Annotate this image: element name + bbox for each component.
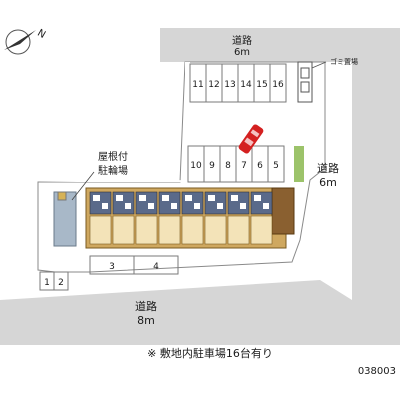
middle-stall-label: 7 — [241, 161, 247, 171]
unit-fixture — [93, 195, 100, 201]
unit-fixture — [116, 195, 123, 201]
garbage-area: ゴミ置場 — [297, 57, 358, 103]
compass-circle — [5, 29, 31, 55]
bike-shelter-marker — [57, 191, 67, 201]
building-balcony-strip — [271, 187, 295, 235]
unit-living-room — [135, 215, 158, 245]
unit-fixture — [185, 195, 192, 201]
front12-stall-label: 2 — [58, 278, 64, 288]
unit-fixture — [240, 203, 246, 209]
parking-stall — [269, 63, 287, 103]
unit-fixture — [254, 195, 261, 201]
bike-shelter-label-line1: 屋根付 — [98, 150, 128, 163]
middle-stall-label: 6 — [257, 161, 263, 171]
parking-row-top: 11 12 13 14 15 16 — [189, 63, 287, 103]
garbage-bin-2 — [300, 81, 310, 93]
top-stall-label: 11 — [192, 80, 203, 90]
compass-needle — [4, 30, 36, 50]
right-road-name: 道路 — [317, 161, 339, 175]
compass-north-label: N — [35, 28, 47, 41]
top-stall-label: 15 — [256, 80, 267, 90]
unit-fixture — [217, 203, 223, 209]
road-surfaces — [0, 28, 400, 345]
unit-fixture — [208, 195, 215, 201]
bottom-road-surface — [0, 280, 352, 345]
right-road-surface — [352, 62, 400, 345]
apartment-building — [85, 187, 295, 249]
unit-fixture — [148, 203, 154, 209]
top-stall-label: 13 — [224, 80, 235, 90]
car-windshield — [244, 137, 254, 147]
middle-stall-label: 10 — [190, 161, 202, 171]
bottom-road-name: 道路 — [135, 299, 157, 313]
front34-stall-label: 4 — [153, 262, 159, 272]
unit-living-room — [89, 215, 112, 245]
unit-fixture — [231, 195, 238, 201]
car-rear-window — [250, 129, 260, 138]
garbage-label: ゴミ置場 — [330, 57, 358, 66]
middle-stall-label: 8 — [225, 161, 231, 171]
listing-code: 038003 — [358, 366, 396, 377]
top-stall-label: 16 — [272, 80, 284, 90]
building-units — [89, 191, 273, 245]
middle-stall-label: 5 — [273, 161, 279, 171]
unit-living-room — [250, 215, 273, 245]
top-stall-label: 14 — [240, 80, 252, 90]
front12-stall-label: 1 — [44, 278, 50, 288]
unit-fixture — [139, 195, 146, 201]
right-road-width: 6m — [319, 176, 337, 189]
top-stall-label: 12 — [208, 80, 219, 90]
bike-shelter-label-line2: 駐輪場 — [98, 164, 128, 177]
bike-shelter-leader — [71, 171, 95, 201]
unit-fixture — [125, 203, 131, 209]
top-road-surface — [160, 28, 400, 62]
unit-living-room — [181, 215, 204, 245]
top-road-name: 道路 — [232, 34, 252, 47]
compass: N — [4, 28, 47, 55]
unit-fixture — [171, 203, 177, 209]
unit-fixture — [194, 203, 200, 209]
front-lot — [38, 62, 190, 182]
car-icon — [238, 124, 264, 154]
bottom-road-width: 8m — [137, 314, 155, 327]
unit-fixture — [162, 195, 169, 201]
hedge-strip — [294, 146, 304, 182]
unit-living-room — [112, 215, 135, 245]
unit-fixture — [263, 203, 269, 209]
unit-living-room — [204, 215, 227, 245]
garbage-bin — [300, 67, 310, 79]
unit-living-room — [227, 215, 250, 245]
parking-stall — [53, 271, 69, 291]
unit-fixture — [102, 203, 108, 209]
parking-stall — [267, 145, 285, 183]
middle-stall-label: 9 — [209, 161, 215, 171]
car-body — [238, 124, 264, 154]
parking-note: ※ 敷地内駐車場16台有り — [147, 346, 273, 360]
garbage-leader-line — [311, 61, 327, 69]
bike-shelter: 屋根付 駐輪場 — [53, 150, 128, 247]
parking-stall — [133, 255, 179, 275]
front34-stall-label: 3 — [109, 262, 115, 272]
top-road-width: 6m — [234, 47, 250, 58]
unit-living-room — [158, 215, 181, 245]
